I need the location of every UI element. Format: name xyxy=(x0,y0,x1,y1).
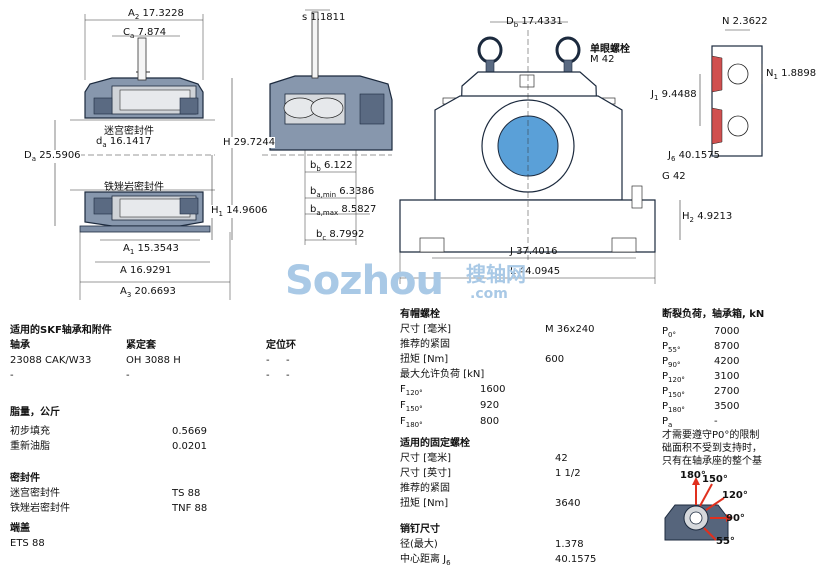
table-row: P55° 8700 xyxy=(662,341,740,354)
table-row: 尺寸 [毫米] M 36x240 xyxy=(400,324,595,335)
angle-label-55: 55° xyxy=(716,536,735,547)
dim-n1: N1 1.8898 xyxy=(766,68,817,81)
col-ring-header: 定位环 xyxy=(266,340,296,351)
dim-h1: H1 14.9606 xyxy=(211,205,268,218)
table-row: Pa - xyxy=(662,416,718,429)
seal-title: 密封件 xyxy=(10,473,40,484)
fix-bolt-title: 适用的固定螺栓 xyxy=(400,438,470,449)
table-row: 重新油脂 0.0201 xyxy=(10,441,207,452)
end-cover-title: 端盖 xyxy=(10,523,30,534)
table-row: P90° 4200 xyxy=(662,356,740,369)
cap-bolt-title: 有帽螺栓 xyxy=(400,309,440,320)
table-row: 铁矬岩密封件 TNF 88 xyxy=(10,503,208,514)
col-bearing-header: 轴承 xyxy=(10,340,30,351)
breaking-load-title: 断裂负荷，轴承箱, kN xyxy=(662,309,765,320)
left-section-view xyxy=(54,14,233,300)
cap-bolt-section: 有帽螺栓 尺寸 [毫米] M 36x240 推荐的紧固 扭矩 [Nm] 600 … xyxy=(400,307,640,567)
table-row: 推荐的紧固 xyxy=(400,483,450,494)
angle-label-90: 90° xyxy=(726,513,745,524)
dim-n: N 2.3622 xyxy=(722,16,768,27)
taconite-seal-label: 铁矬岩密封件 xyxy=(104,182,164,193)
dim-g: G 42 xyxy=(662,171,686,182)
watermark-com: .com xyxy=(470,286,508,302)
dim-ba-max: ba,max 8.5827 xyxy=(310,204,377,217)
note-line: 才需要遵守P0°的限制 xyxy=(662,430,760,441)
breaking-load-section: 断裂负荷，轴承箱, kN P0° 7000 P55° 8700 P90° 420… xyxy=(662,307,822,468)
dim-bb: bb 6.122 xyxy=(310,160,353,173)
note-line: 只有在轴承座的整个基 xyxy=(662,456,762,467)
dim-a1: A1 15.3543 xyxy=(123,243,179,256)
col-sleeve-header: 紧定套 xyxy=(126,340,156,351)
dim-db: Db 17.4331 xyxy=(506,16,563,29)
dim-s: s 1.1811 xyxy=(302,12,346,23)
dim-ba-min: ba,min 6.3386 xyxy=(310,186,375,199)
dim-h: H 29.7244 xyxy=(223,137,276,148)
end-cover-value: ETS 88 xyxy=(10,538,45,549)
dim-j1: J1 9.4488 xyxy=(651,89,697,102)
single-eye-bolt-label: 单眼螺栓 xyxy=(590,44,630,55)
dim-da-large: Da 25.5906 xyxy=(24,150,81,163)
dim-a: A 16.9291 xyxy=(120,265,172,276)
table-row: 尺寸 [毫米] 42 xyxy=(400,453,568,464)
dim-j6: J6 40.1575 xyxy=(668,150,720,163)
angle-label-180: 180° xyxy=(680,470,706,481)
accessories-section: 适用的SKF轴承和附件 轴承 紧定套 定位环 23088 CAK/W33 OH … xyxy=(10,323,310,551)
dim-bc: bc 8.7992 xyxy=(316,229,365,242)
table-row: 中心距离 J6 40.1575 xyxy=(400,554,597,567)
watermark-cn: 搜轴网 xyxy=(466,262,526,286)
table-row: 推荐的紧固 xyxy=(400,339,450,350)
table-row: P150° 2700 xyxy=(662,386,740,399)
table-row: 初步填充 0.5669 xyxy=(10,426,207,437)
dim-a3: A3 20.6693 xyxy=(120,286,176,299)
watermark-logo: Sozhou xyxy=(285,258,444,304)
dim-l: L 44.0945 xyxy=(510,266,561,277)
table-row: 23088 CAK/W33 OH 3088 H - - xyxy=(10,355,290,366)
front-view xyxy=(399,21,681,284)
table-row: P0° 7000 xyxy=(662,326,740,339)
table-row: 迷宫密封件 TS 88 xyxy=(10,488,201,499)
grease-title: 脂量，公斤 xyxy=(10,407,60,418)
table-row: F120° 1600 xyxy=(400,384,506,397)
dim-h2: H2 4.9213 xyxy=(682,211,733,224)
middle-section-view xyxy=(262,9,393,245)
top-view xyxy=(699,29,763,157)
accessories-title: 适用的SKF轴承和附件 xyxy=(10,325,112,336)
table-row: 径(最大) 1.378 xyxy=(400,539,584,550)
table-row: 尺寸 [英寸] 1 1/2 xyxy=(400,468,581,479)
table-row: P180° 3500 xyxy=(662,401,740,414)
table-row: F180° 800 xyxy=(400,416,500,429)
angle-label-150: 150° xyxy=(702,474,728,485)
load-direction-diagram xyxy=(664,477,733,541)
note-line: 础面积不受到支持时， xyxy=(662,443,762,454)
table-row: 最大允许负荷 [kN] xyxy=(400,369,485,380)
bolt-size-label: M 42 xyxy=(590,54,615,65)
dim-a2: A2 17.3228 xyxy=(128,8,184,21)
dim-da-small: da 16.1417 xyxy=(96,136,152,149)
dowel-title: 销钉尺寸 xyxy=(400,524,440,535)
table-row: 扭矩 [Nm] 600 xyxy=(400,354,565,365)
table-row: - - - - xyxy=(10,370,290,381)
table-row: 扭矩 [Nm] 3640 xyxy=(400,498,581,509)
table-row: F150° 920 xyxy=(400,400,500,413)
dim-j: J 37.4016 xyxy=(510,246,558,257)
dim-ca: Ca 7.874 xyxy=(123,27,167,40)
angle-label-120: 120° xyxy=(722,490,748,501)
labyrinth-seal-label: 迷宫密封件 xyxy=(104,126,154,137)
table-row: P120° 3100 xyxy=(662,371,740,384)
